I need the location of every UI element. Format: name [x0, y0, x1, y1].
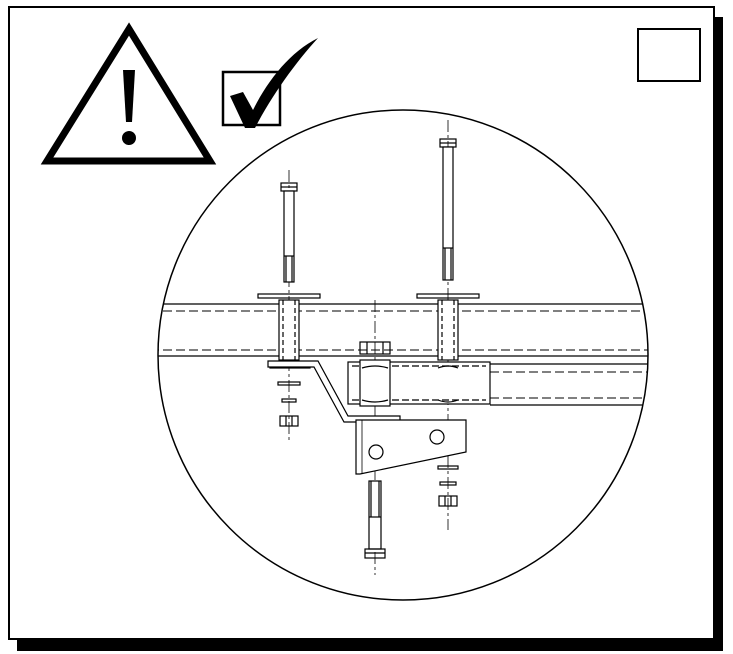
detail-circle: [157, 109, 649, 601]
step-number: [637, 28, 701, 82]
warning-triangle-icon: [40, 22, 217, 165]
hardware-parts: [257, 120, 491, 575]
checkbox-checked-icon: [221, 38, 318, 128]
frame-rails: [158, 303, 648, 406]
